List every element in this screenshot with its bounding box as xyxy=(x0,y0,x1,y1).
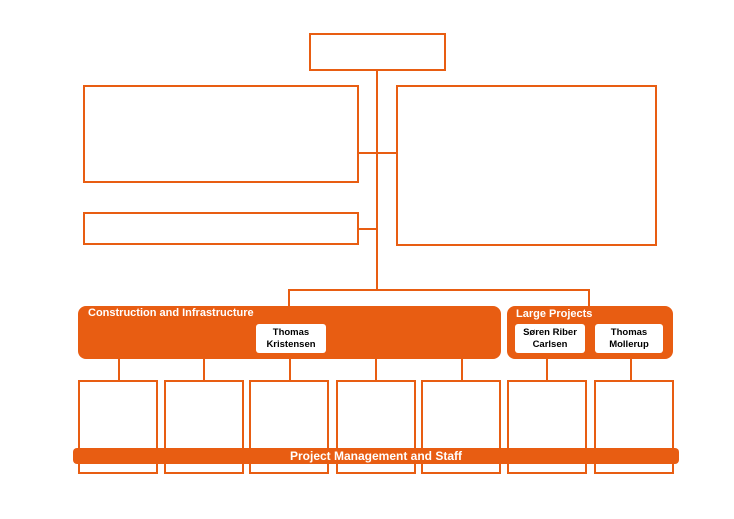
connector-unit-6 xyxy=(546,358,548,382)
connector-unit-2 xyxy=(203,358,205,382)
lower-left-box xyxy=(83,212,359,245)
large-projects-division-title: Large Projects xyxy=(516,308,593,320)
connector-top-trunk xyxy=(376,70,378,291)
construction-division-title: Construction and Infrastructure xyxy=(88,307,254,319)
connector-unit-3 xyxy=(289,358,291,382)
connector-unit-7 xyxy=(630,358,632,382)
connector-to-construction xyxy=(288,289,290,307)
connector-to-lower-left-box xyxy=(358,228,378,230)
connector-to-right-box xyxy=(376,152,397,154)
connector-division-span xyxy=(288,289,590,291)
large-projects-lead-card: Thomas Mollerup xyxy=(595,324,663,353)
connector-unit-4 xyxy=(375,358,377,382)
project-management-staff-bar: Project Management and Staff xyxy=(73,448,679,464)
connector-unit-1 xyxy=(118,358,120,382)
right-box xyxy=(396,85,657,246)
large-projects-division-panel: Large Projects Søren Riber Carlsen Thoma… xyxy=(507,306,673,359)
construction-lead-card: Thomas Kristensen xyxy=(256,324,326,353)
upper-left-box xyxy=(83,85,359,183)
construction-division-panel: Construction and Infrastructure Thomas K… xyxy=(78,306,501,359)
connector-unit-5 xyxy=(461,358,463,382)
connector-to-upper-left-box xyxy=(358,152,378,154)
large-projects-lead-card: Søren Riber Carlsen xyxy=(515,324,585,353)
connector-to-large-projects xyxy=(588,289,590,307)
top-box xyxy=(309,33,446,71)
